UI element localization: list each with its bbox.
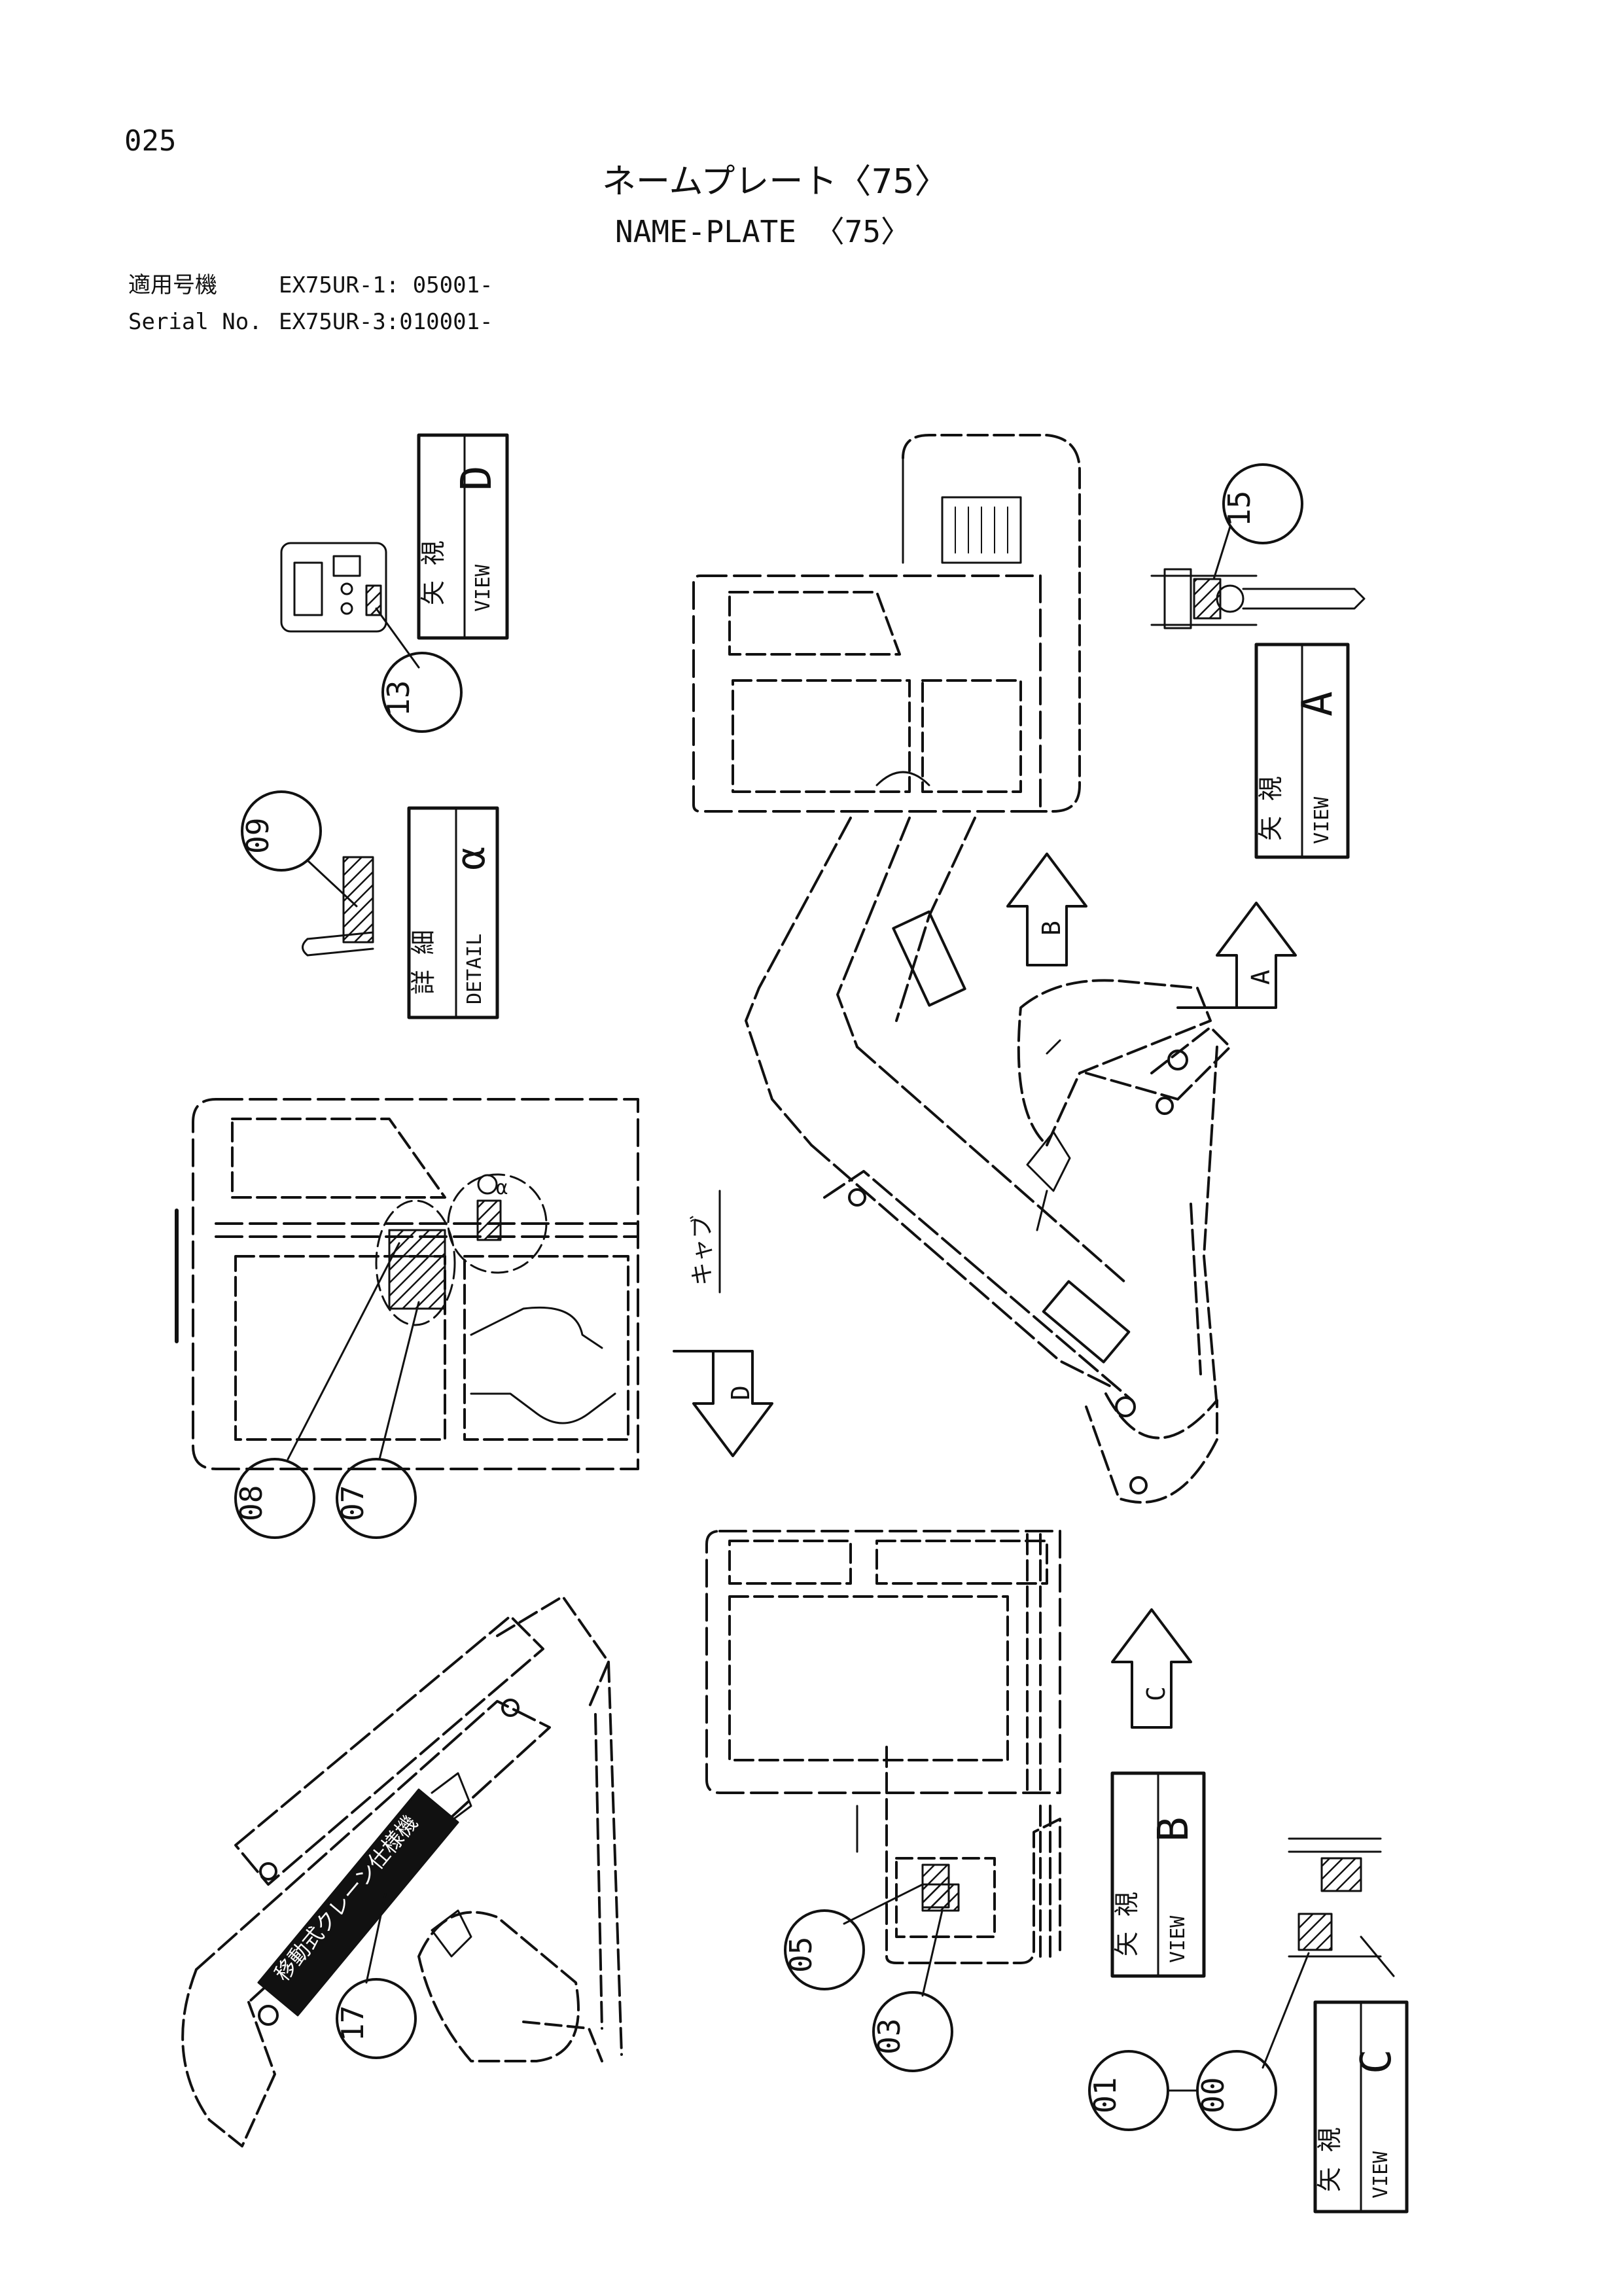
page-number: 025 [124, 124, 177, 158]
plate-03 [921, 1883, 960, 1912]
svg-text:17: 17 [335, 2005, 370, 2041]
view-b-jp: 矢 視 [1112, 1892, 1141, 1956]
callout-03: 03 [872, 1991, 953, 2072]
serial-label-en: Serial No. [128, 309, 262, 335]
detail-alpha-en: DETAIL [463, 934, 486, 1004]
svg-text:13: 13 [381, 680, 416, 716]
view-d-en: VIEW [472, 564, 495, 612]
arrow-b: B [1006, 853, 1087, 966]
view-d-jp: 矢 視 [419, 540, 448, 605]
detail-alpha-label: 詳 細 DETAIL α [407, 806, 499, 1019]
page-title-jp: ネームプレート〈75〉 [602, 162, 949, 202]
view-c-en: VIEW [1369, 2151, 1392, 2199]
callout-15: 15 [1222, 463, 1303, 544]
callout-00: 00 [1195, 2050, 1277, 2131]
callout-17: 17 [335, 1978, 417, 2059]
excavator-side-view [692, 434, 1231, 1504]
machine-front-view [705, 1530, 1061, 1964]
serial-value-1: EX75UR-1: 05001- [279, 272, 493, 298]
plate-08 [388, 1229, 446, 1258]
view-a-letter: A [1294, 691, 1342, 716]
callout-01: 01 [1087, 2050, 1169, 2131]
monitor-panel [280, 542, 387, 633]
callout-09: 09 [240, 790, 322, 872]
cab-view [175, 1098, 639, 1470]
arrow-d: D [673, 1350, 773, 1457]
detail-alpha-letter: α [448, 847, 494, 870]
svg-text:03: 03 [872, 2019, 907, 2055]
view-c-jp: 矢 視 [1315, 2127, 1344, 2192]
page-title-en: NAME-PLATE 〈75〉 [615, 214, 911, 249]
callout-13: 13 [381, 652, 463, 733]
detail-alpha-jp: 詳 細 [409, 930, 438, 995]
view-b-letter: B [1150, 1816, 1198, 1842]
cab-label: キャブ [689, 1215, 716, 1286]
arrow-c: C [1111, 1608, 1192, 1729]
plate-07 [388, 1229, 446, 1310]
pin-assembly [1150, 568, 1366, 629]
view-c-label: 矢 視 VIEW C [1313, 2000, 1409, 2214]
serial-row-2: Serial No. EX75UR-3:010001- [128, 304, 493, 340]
callout-08: 08 [234, 1458, 315, 1539]
svg-text:15: 15 [1222, 491, 1257, 527]
serial-value-2: EX75UR-3:010001- [279, 309, 493, 335]
view-d-label: 矢 視 VIEW D [417, 433, 509, 640]
svg-text:A: A [1246, 970, 1275, 985]
svg-text:08: 08 [234, 1485, 269, 1521]
view-b-label: 矢 視 VIEW B [1110, 1771, 1206, 1978]
svg-text:C: C [1142, 1686, 1171, 1701]
serial-block: 適用号機 EX75UR-1: 05001- Serial No. EX75UR-3:… [128, 267, 493, 340]
view-a-jp: 矢 視 [1256, 776, 1285, 841]
serial-label-jp: 適用号機 [128, 272, 217, 298]
view-b-en: VIEW [1167, 1915, 1190, 1963]
callout-05: 05 [783, 1909, 865, 1990]
svg-text:B: B [1037, 921, 1066, 936]
view-d-letter: D [453, 465, 501, 491]
svg-text:05: 05 [783, 1937, 819, 1973]
svg-text:01: 01 [1087, 2077, 1123, 2113]
svg-text:09: 09 [240, 818, 275, 854]
svg-text:D: D [726, 1385, 755, 1400]
arrow-a: A [1176, 902, 1297, 1009]
plate-09 [342, 856, 374, 944]
view-c-letter: C [1352, 2049, 1401, 2074]
alpha-marker: α [496, 1176, 508, 1199]
view-a-label: 矢 視 VIEW A [1254, 643, 1350, 859]
callout-07: 07 [335, 1458, 417, 1539]
view-c-detail [1288, 1837, 1395, 1977]
serial-row-1: 適用号機 EX75UR-1: 05001- [128, 267, 493, 304]
svg-text:07: 07 [335, 1485, 370, 1521]
svg-text:00: 00 [1195, 2077, 1231, 2113]
view-a-en: VIEW [1311, 796, 1333, 844]
